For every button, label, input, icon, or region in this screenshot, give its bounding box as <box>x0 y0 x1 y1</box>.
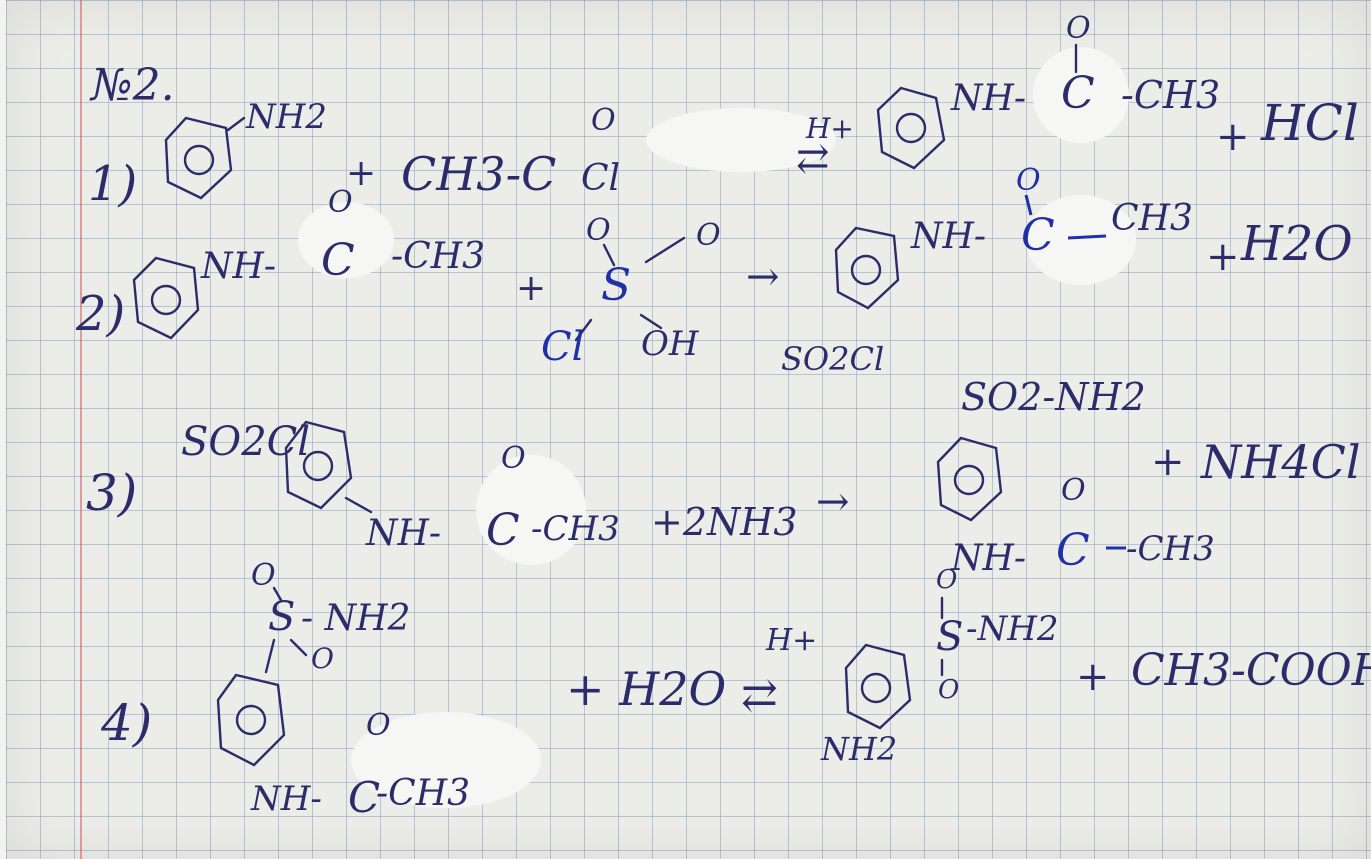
r3-benzene-ring <box>284 420 353 510</box>
r2-product-o: O <box>1016 163 1041 198</box>
r2-benzene-ring <box>132 256 200 340</box>
r3-plus2: + <box>1151 439 1185 485</box>
r2-reactant-c: C <box>321 235 355 286</box>
r2-reactant-nh: NH- <box>200 246 276 287</box>
r3-product-nh: NH- <box>950 538 1026 579</box>
r4-bond <box>264 638 276 674</box>
r4-sulfur: S <box>268 594 295 640</box>
r2-index: 2) <box>75 286 125 342</box>
r2-bond <box>1067 234 1107 240</box>
r1-plus1: + <box>346 153 376 194</box>
r4-s-amine: - NH2 <box>301 598 410 639</box>
r2-product-nh: NH- <box>910 216 986 257</box>
r2-bond <box>602 243 616 267</box>
whiteout-blot <box>298 202 394 278</box>
r4-benzene-ring <box>216 673 286 767</box>
r1-index: 1) <box>88 156 137 212</box>
r1-plus2: + <box>1216 114 1250 160</box>
r1-benzene-ring <box>164 116 233 200</box>
r1-product-nh: NH- <box>950 78 1026 119</box>
r2-sulfur: S <box>601 260 631 311</box>
r1-product-o: O <box>1066 11 1091 46</box>
r1-catalyst: H+ <box>805 112 854 145</box>
r1-amine: NH2 <box>245 97 327 137</box>
r4-product-ring <box>844 643 912 730</box>
handwritten-chemistry: №2. 1) NH2 + CH3-C O Cl H+ ⇄ NH- C O -CH… <box>75 11 1371 822</box>
r2-double-bond <box>1024 194 1033 216</box>
r4-equilibrium-arrow: ⇄ <box>741 670 778 721</box>
r1-acid-o: O <box>591 103 616 138</box>
r2-reactant-o: O <box>328 185 353 220</box>
r4-bond <box>289 638 308 657</box>
r2-product-ch3: CH3 <box>1111 198 1193 239</box>
r3-bond <box>344 496 373 514</box>
r4-s-oxygen1: O <box>251 558 276 593</box>
whiteout-blot <box>1033 47 1129 143</box>
r4-reactant-c: C <box>348 773 380 822</box>
whiteout-blot <box>1026 195 1136 285</box>
r2-product-c: C <box>1021 210 1055 261</box>
r3-reactant-o: O <box>501 441 526 476</box>
r4-product-amine: NH2 <box>820 730 897 768</box>
r1-product-ch3: -CH3 <box>1121 73 1220 117</box>
r4-bond <box>272 586 283 602</box>
r4-product-s-o1: O <box>936 565 957 595</box>
r3-product-ch3: -CH3 <box>1126 529 1215 569</box>
r2-bond <box>574 318 593 342</box>
r1-byproduct: HCl <box>1260 94 1359 152</box>
notebook-page: №2. 1) NH2 + CH3-C O Cl H+ ⇄ NH- C O -CH… <box>6 0 1371 859</box>
r3-product-substituent: SO2-NH2 <box>961 375 1146 419</box>
r2-byproduct: H2O <box>1240 216 1353 272</box>
r2-product-ring <box>834 226 900 310</box>
r4-index: 4) <box>100 694 152 752</box>
r2-reactant-ch3: -CH3 <box>391 236 485 277</box>
r2-bond <box>644 236 686 264</box>
whiteout-blot <box>646 108 836 172</box>
r2-plus2: + <box>1206 234 1240 280</box>
r2-plus1: + <box>516 268 546 309</box>
r1-product-ring <box>876 86 946 170</box>
problem-number: №2. <box>89 60 175 111</box>
whiteout-blot <box>476 455 586 565</box>
r3-reactant-c: C <box>486 505 520 556</box>
r4-product-sulfur: S <box>936 614 963 660</box>
r1-acetyl-chloride: CH3-C <box>401 147 556 201</box>
r3-arrow: → <box>816 479 850 525</box>
r4-s-oxygen2: O <box>311 642 334 675</box>
r4-water: + H2O <box>566 662 726 716</box>
r2-s-oxygen1: O <box>586 213 611 248</box>
r3-ammonia: +2NH3 <box>651 500 798 544</box>
r1-bond <box>226 116 246 132</box>
r4-product-s-o2: O <box>938 675 959 705</box>
r2-s-hydroxyl: OH <box>641 324 700 364</box>
r4-catalyst: H+ <box>765 623 817 658</box>
whiteout-blot <box>351 712 541 808</box>
r2-bond <box>639 313 663 330</box>
r3-byproduct: NH4Cl <box>1200 435 1361 489</box>
r1-acid-cl: Cl <box>581 158 620 199</box>
r1-product-c: C <box>1061 68 1095 119</box>
r4-plus2: + <box>1076 654 1110 700</box>
r3-index: 3) <box>86 464 137 522</box>
r2-s-chlorine: Cl <box>541 324 584 370</box>
r4-reactant-ch3: -CH3 <box>376 773 470 814</box>
r3-product-o: O <box>1061 473 1086 508</box>
r3-product-c: C <box>1056 525 1090 576</box>
r4-reactant-nh: NH- <box>250 779 322 819</box>
r1-equilibrium-arrow: ⇄ <box>796 136 830 182</box>
r4-byproduct: CH3-COOH <box>1131 645 1371 696</box>
r2-arrow: → <box>746 254 780 300</box>
r3-reactant-nh: NH- <box>365 513 441 554</box>
r4-reactant-o: O <box>366 708 391 743</box>
r2-product-substituent: SO2Cl <box>781 340 884 378</box>
r2-s-oxygen2: O <box>696 218 721 253</box>
margin-line <box>80 0 82 859</box>
r3-reactant-ch3: -CH3 <box>531 509 620 549</box>
r3-product-ring <box>936 436 1003 522</box>
r3-substituent: SO2Cl <box>181 419 310 465</box>
r4-product-s-amine: -NH2 <box>966 609 1059 649</box>
